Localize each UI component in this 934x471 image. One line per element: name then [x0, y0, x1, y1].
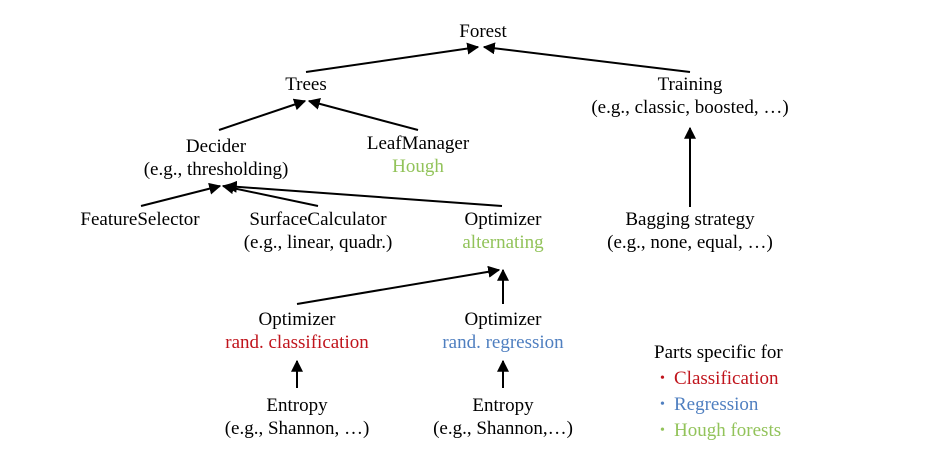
node-entropy-classification-label: Entropy: [266, 395, 328, 416]
edge-featureselector-to-decider: [140, 182, 222, 207]
node-optimizer: Optimizer alternating: [462, 208, 543, 254]
node-entropy-regression-detail: (e.g., Shannon,…): [433, 418, 573, 439]
node-leafmanager: LeafManager Hough: [367, 132, 469, 178]
legend-item-classification: • Classification: [654, 366, 783, 392]
node-bagging: Bagging strategy (e.g., none, equal, …): [607, 208, 773, 254]
node-featureselector-label: FeatureSelector: [80, 209, 200, 230]
node-surfacecalculator-label: SurfaceCalculator: [249, 209, 387, 230]
legend-item-classification-label: Classification: [674, 368, 779, 389]
node-entropy-classification: Entropy (e.g., Shannon, …): [225, 394, 370, 440]
node-optimizer-classification: Optimizer rand. classification: [225, 308, 369, 354]
legend-bullet-icon: •: [660, 423, 665, 438]
edge-training-to-forest: [482, 42, 691, 73]
legend-title: Parts specific for: [654, 342, 783, 363]
edge-decider-to-trees: [218, 98, 307, 131]
edge-optimizer-to-decider: [224, 180, 503, 207]
node-leafmanager-label: LeafManager: [366, 133, 470, 154]
node-surfacecalculator-detail: (e.g., linear, quadr.): [243, 232, 393, 253]
edge-optimizer-class-to-optimizer: [296, 265, 501, 305]
node-trees: Trees: [285, 73, 327, 96]
node-optimizer-classification-detail: rand. classification: [225, 332, 369, 353]
edge-leafmanager-to-trees: [307, 97, 419, 131]
node-entropy-regression-label: Entropy: [472, 395, 534, 416]
node-optimizer-regression-detail: rand. regression: [442, 332, 564, 353]
legend-item-hough: • Hough forests: [654, 418, 783, 444]
node-trees-label: Trees: [285, 74, 327, 95]
node-decider: Decider (e.g., thresholding): [144, 135, 289, 181]
node-optimizer-regression-label: Optimizer: [464, 309, 542, 330]
legend-item-regression-label: Regression: [674, 394, 759, 415]
node-decider-label: Decider: [185, 136, 247, 157]
edge-surfacecalculator-to-decider: [221, 182, 319, 207]
edge-trees-to-forest: [305, 42, 480, 73]
node-featureselector: FeatureSelector: [80, 208, 199, 231]
legend-item-hough-label: Hough forests: [674, 420, 782, 441]
node-optimizer-detail: alternating: [462, 232, 544, 253]
node-bagging-label: Bagging strategy: [625, 209, 755, 230]
legend-item-regression: • Regression: [654, 392, 783, 418]
node-bagging-detail: (e.g., none, equal, …): [607, 232, 773, 253]
legend-bullet-icon: •: [660, 397, 665, 412]
node-entropy-classification-detail: (e.g., Shannon, …): [224, 418, 370, 439]
node-surfacecalculator: SurfaceCalculator (e.g., linear, quadr.): [244, 208, 393, 254]
legend-bullet-icon: •: [660, 371, 665, 386]
node-entropy-regression: Entropy (e.g., Shannon,…): [433, 394, 573, 440]
node-leafmanager-detail: Hough: [392, 156, 444, 177]
legend: Parts specific for • Classification • Regr…: [654, 340, 783, 444]
node-training-detail: (e.g., classic, boosted, …): [591, 97, 789, 118]
node-training: Training (e.g., classic, boosted, …): [591, 73, 788, 119]
node-forest-label: Forest: [459, 21, 507, 42]
node-optimizer-classification-label: Optimizer: [258, 309, 336, 330]
node-optimizer-label: Optimizer: [464, 209, 542, 230]
node-optimizer-regression: Optimizer rand. regression: [442, 308, 563, 354]
node-training-label: Training: [657, 74, 723, 95]
node-decider-detail: (e.g., thresholding): [143, 159, 289, 180]
node-forest: Forest: [459, 20, 507, 43]
